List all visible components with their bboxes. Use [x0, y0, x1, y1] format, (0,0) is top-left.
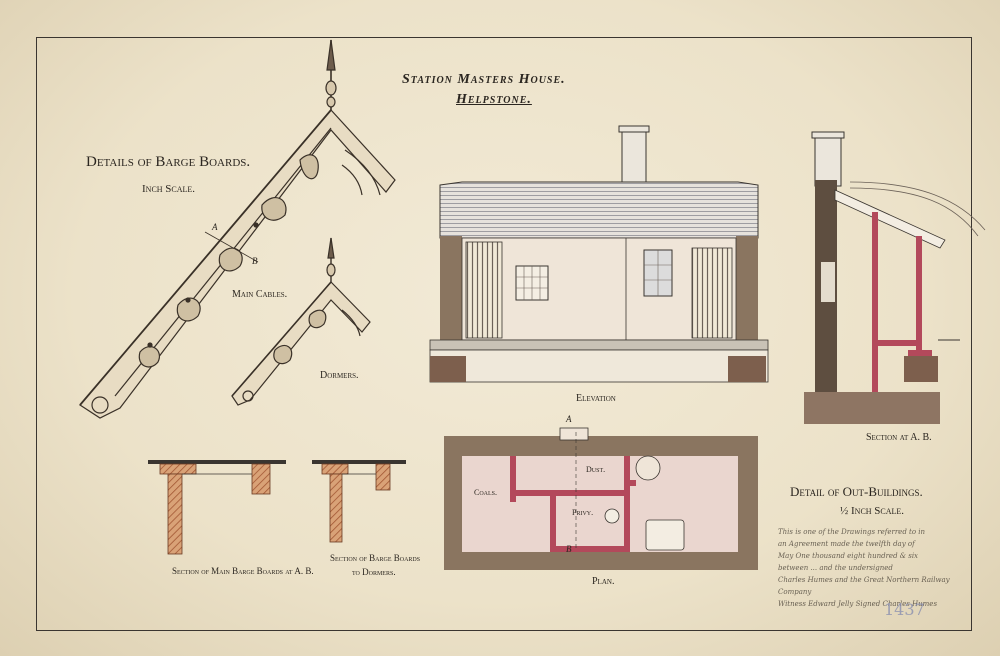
section-main-barge-boards: [148, 460, 286, 555]
annotation-line: an Agreement made the twelfth day of: [778, 540, 915, 548]
barge-boards-scale: Inch Scale.: [142, 183, 196, 195]
barge-boards-heading: Details of Barge Boards.: [86, 154, 251, 170]
dormers-label: Dormers.: [320, 370, 359, 381]
section-mark-a: A: [212, 222, 218, 232]
drawing-title-line2: Helpstone.: [456, 92, 532, 107]
drawing-title-line1: Station Masters House.: [402, 72, 566, 87]
plan-mark-b: B: [566, 544, 572, 554]
room-privy: Privy.: [572, 508, 594, 517]
section-dormer-label-1: Section of Barge Boards: [330, 553, 421, 563]
plan-label: Plan.: [592, 576, 615, 587]
room-dust: Dust.: [586, 465, 606, 474]
annotation-line: This is one of the Drawings referred to …: [778, 528, 926, 536]
catalog-number: 1437: [884, 600, 925, 619]
drawing-border: [36, 37, 972, 631]
section-dormer-barge-boards: [312, 460, 406, 543]
plan-mark-a: A: [566, 414, 572, 424]
outbuildings-heading: Detail of Out-Buildings.: [790, 484, 923, 499]
section-ab-label: Section at A. B.: [866, 432, 932, 443]
annotation-line: Witness Edward Jelly Signed Charles Hume…: [778, 600, 938, 608]
annotation-line: May One thousand eight hundred & six: [778, 552, 919, 560]
room-coals: Coals.: [474, 488, 498, 497]
main-cables-label: Main Cables.: [232, 289, 288, 300]
section-main-barge-label: Section of Main Barge Boards at A. B.: [172, 566, 314, 576]
dormer-barge-board: [231, 237, 371, 406]
outbuildings-scale: ½ Inch Scale.: [840, 505, 905, 517]
annotation-line: between ... and the undersigned: [778, 564, 893, 572]
main-barge-board: [79, 39, 396, 419]
elevation-label: Elevation: [576, 393, 616, 404]
annotation-line: Charles Humes and the Great Northern Rai…: [778, 576, 950, 584]
section-mark-b: B: [252, 256, 258, 266]
section-dormer-label-2: to Dormers.: [352, 567, 396, 577]
annotation-line: Company: [778, 588, 812, 596]
